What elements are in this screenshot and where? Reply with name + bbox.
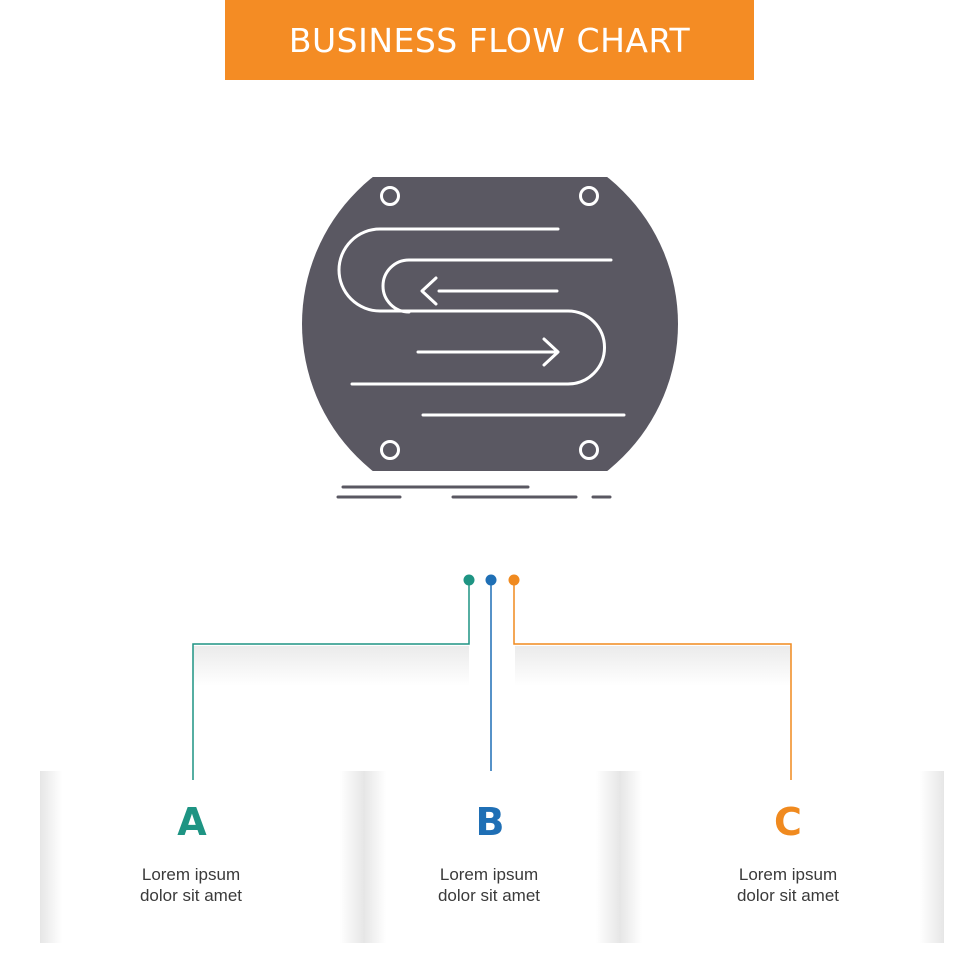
option-text: Lorem ipsum dolor sit amet xyxy=(688,864,888,906)
option-letter: C xyxy=(774,800,802,844)
page-title: BUSINESS FLOW CHART xyxy=(288,20,691,60)
card-backgrounds xyxy=(40,771,944,943)
option-text: Lorem ipsum dolor sit amet xyxy=(389,864,589,906)
option-letter: A xyxy=(177,800,207,844)
option-text-line2: dolor sit amet xyxy=(437,886,541,905)
connector-c xyxy=(513,583,792,780)
connector-shadow-left xyxy=(193,646,469,686)
option-text-line1: Lorem ipsum xyxy=(439,865,539,884)
connector-a xyxy=(192,583,470,780)
option-text-line2: dolor sit amet xyxy=(139,886,243,905)
dot-c xyxy=(508,574,520,586)
dot-b xyxy=(485,574,497,586)
connector-shadow-right xyxy=(515,646,791,686)
route-flow-icon xyxy=(302,177,678,499)
option-text-line1: Lorem ipsum xyxy=(738,865,838,884)
dot-a xyxy=(463,574,475,586)
option-text-line1: Lorem ipsum xyxy=(141,865,241,884)
option-letter: B xyxy=(475,800,505,844)
option-text: Lorem ipsum dolor sit amet xyxy=(91,864,291,906)
connector-lines xyxy=(192,574,792,780)
option-text-line2: dolor sit amet xyxy=(736,886,840,905)
title-banner: BUSINESS FLOW CHART xyxy=(225,0,754,80)
